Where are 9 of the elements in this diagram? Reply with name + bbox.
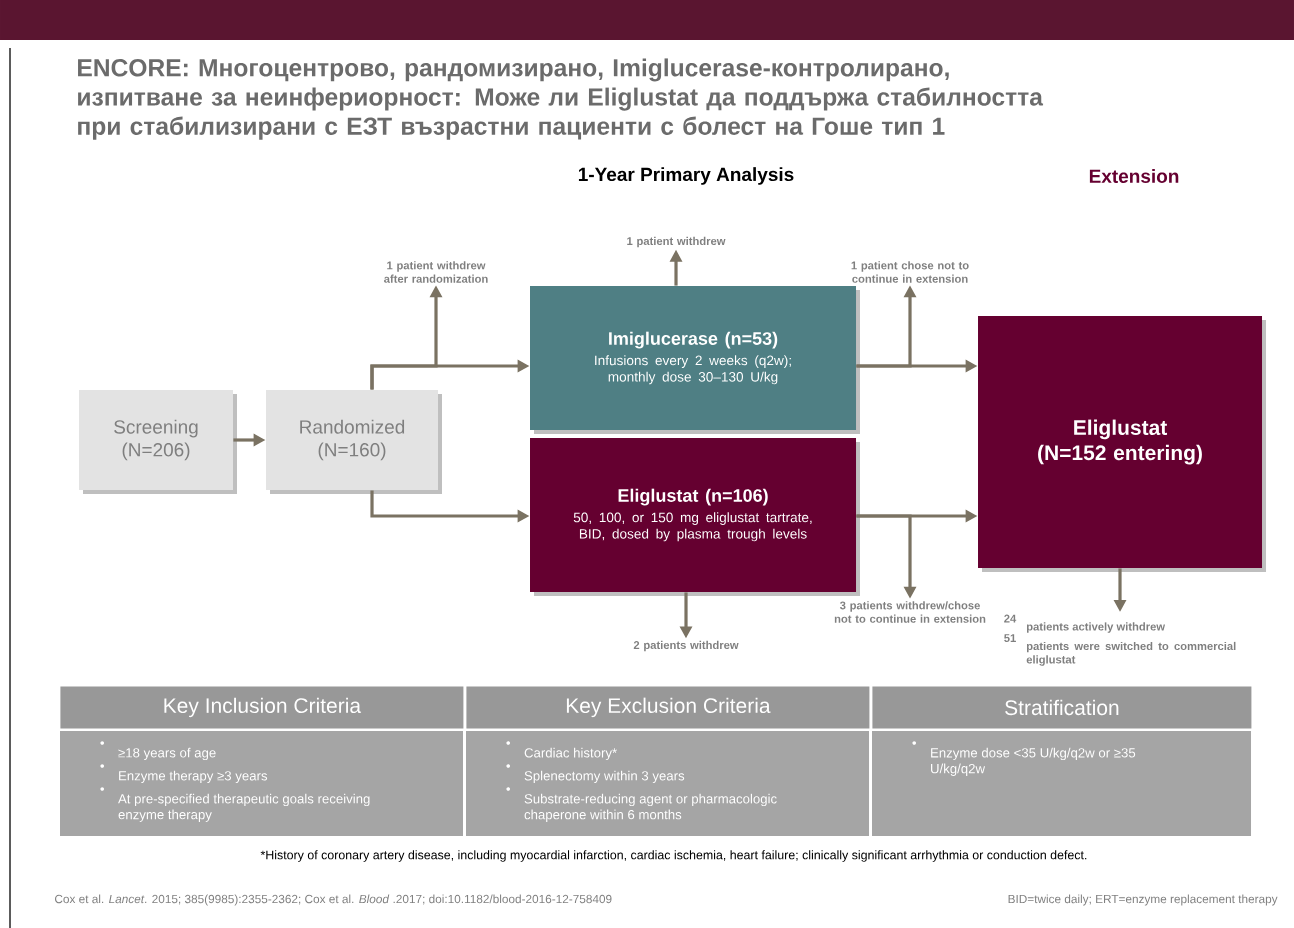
section-heading: Extension	[1089, 169, 1179, 183]
process-box: Screening (N=206)	[79, 390, 237, 494]
table-header-cell: Key Inclusion Criteria	[60, 686, 464, 729]
extension-box: Eliglustat (N=152 entering)	[978, 316, 1266, 572]
slide-title: ENCORE: Многоцентрово, рандомизирано, Imiglucerase-контролирано, изпитване за неинфериорност: Може ли Eliglustat да поддържа стабилността при стабилизирани с ЕЗТ възрастни пациенти с болест на Гоше тип 1	[78, 58, 1044, 140]
table-header-cell: Key Exclusion Criteria	[466, 686, 870, 729]
process-box: Randomized (N=160)	[266, 390, 442, 494]
table-header-cell: Stratification	[872, 686, 1252, 729]
section-heading: 1-Year Primary Analysis	[578, 167, 794, 185]
